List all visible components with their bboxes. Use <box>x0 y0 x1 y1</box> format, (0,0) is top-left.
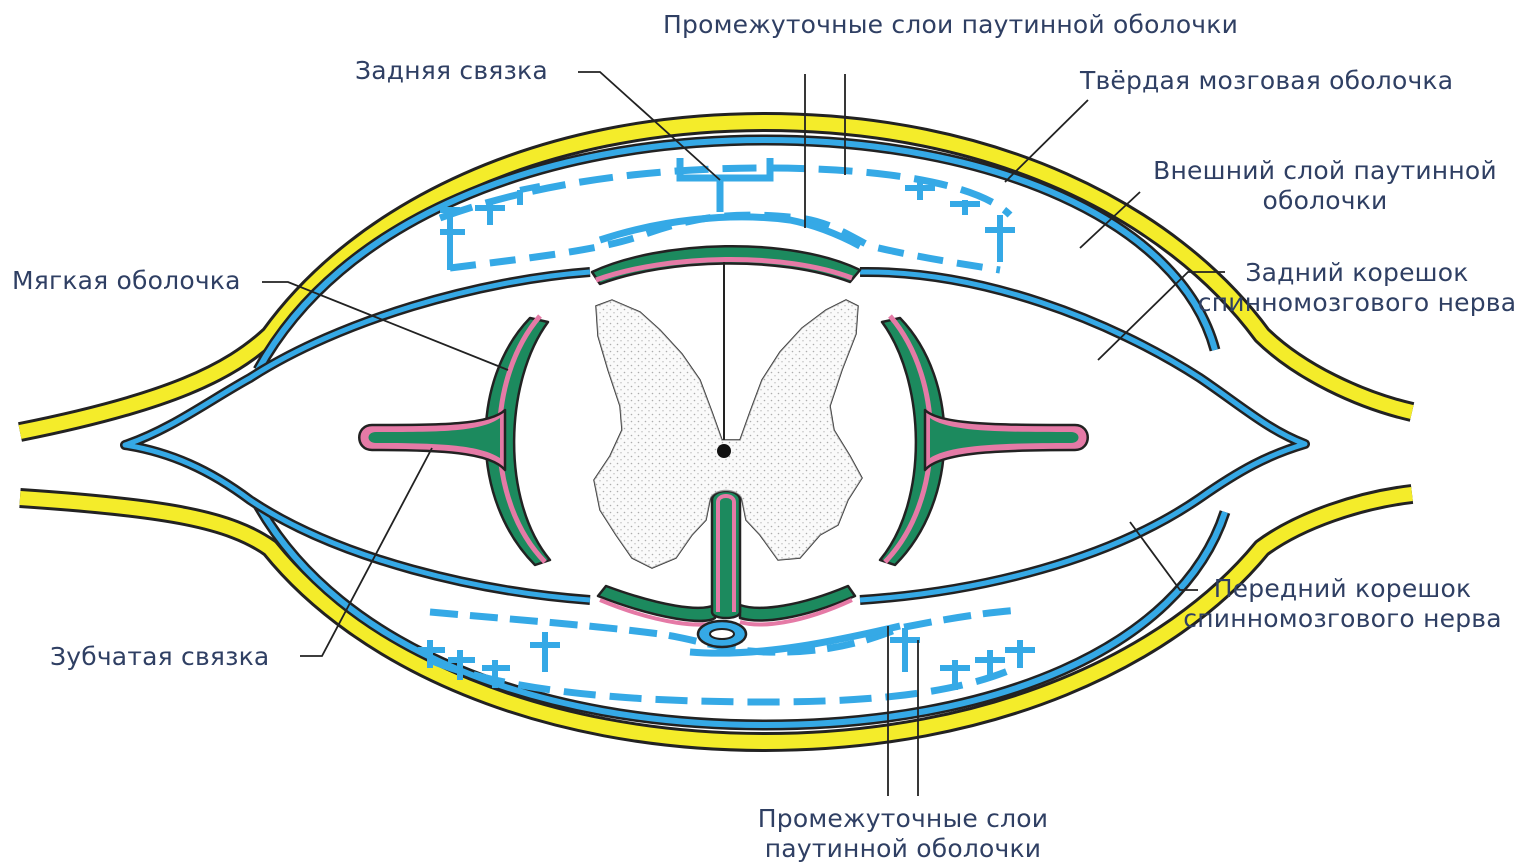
label-denticulate-ligament: Зубчатая связка <box>50 642 269 672</box>
left-root-sheath <box>125 272 590 600</box>
label-intermediate-arachnoid-bottom: Промежуточные слои паутинной оболочки <box>738 804 1068 864</box>
label-posterior-ligament: Задняя связка <box>355 56 548 86</box>
label-intermediate-arachnoid-top: Промежуточные слои паутинной оболочки <box>663 10 993 40</box>
label-dura-mater: Твёрдая мозговая оболочка <box>1080 66 1453 96</box>
label-anterior-root: Передний корешок спинномозгового нерва <box>1165 574 1520 634</box>
label-pia-mater: Мягкая оболочка <box>12 266 241 296</box>
label-posterior-root: Задний корешок спинномозгового нерва <box>1182 258 1531 318</box>
anterior-vessel <box>698 621 746 647</box>
label-outer-arachnoid: Внешний слой паутинной оболочки <box>1140 156 1510 216</box>
